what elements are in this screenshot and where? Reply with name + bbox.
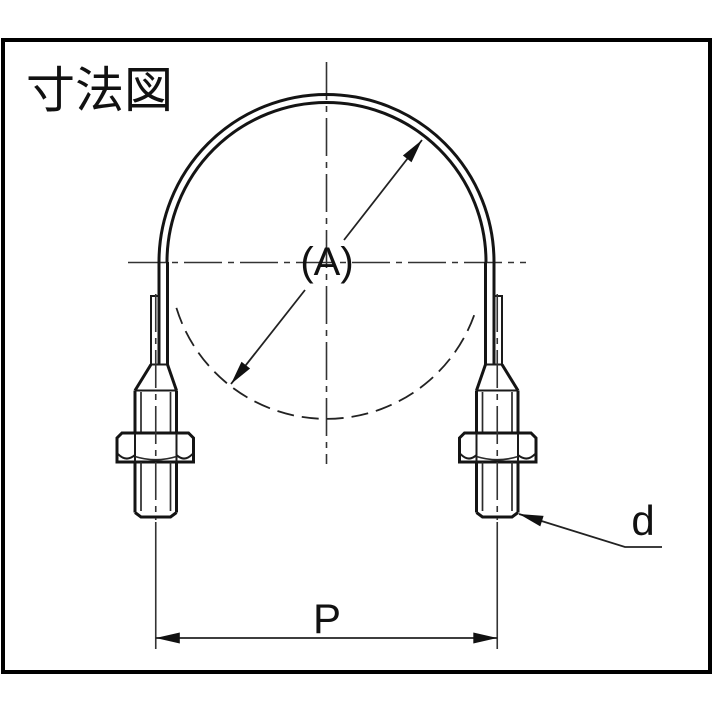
left-leg-taper-outer-slope <box>133 363 153 392</box>
ubolt-outer-arc <box>157 93 496 263</box>
right-leg-thread-strip <box>493 295 503 365</box>
dim-a-arrowhead <box>231 361 251 384</box>
left-leg-taper-inner-slope <box>166 364 178 391</box>
left-leg-nut-chamfer-arc <box>117 453 136 460</box>
dim-a-arrowhead <box>402 140 422 163</box>
drawing-frame <box>1 38 712 674</box>
right-leg-taper-inner-slope <box>475 364 487 391</box>
left-leg-thread-strip <box>150 295 160 365</box>
dim-p-arrowhead <box>155 632 180 644</box>
right-leg-taper-outer-slope <box>500 363 520 392</box>
left-leg-hex-nut <box>115 431 195 464</box>
pipe-circle-dashed <box>175 307 478 420</box>
diagram-title: 寸法図 <box>26 64 173 118</box>
right-leg-nut-chamfer-arc <box>459 453 478 460</box>
right-leg-stud-end-chamfer <box>475 511 519 519</box>
right-leg-nut-chamfer-arc <box>476 455 519 461</box>
diagram-geometry <box>115 62 662 649</box>
left-leg-nut-chamfer-arc <box>134 455 177 461</box>
right-leg-nut-chamfer-arc <box>517 453 536 460</box>
label-inner-diameter-A: (A) <box>300 240 353 284</box>
left-leg-stud-end-chamfer <box>134 511 178 519</box>
label-pitch-P: P <box>313 595 341 642</box>
dim-p-arrowhead <box>473 632 498 644</box>
left-leg-nut-chamfer-arc <box>175 453 194 460</box>
dim-d-arrowhead <box>519 514 544 527</box>
ubolt-inner-arc <box>165 101 488 263</box>
right-leg-hex-nut <box>458 431 538 464</box>
dim-d-leader-line <box>518 513 662 548</box>
label-thread-diameter-d: d <box>631 497 654 544</box>
